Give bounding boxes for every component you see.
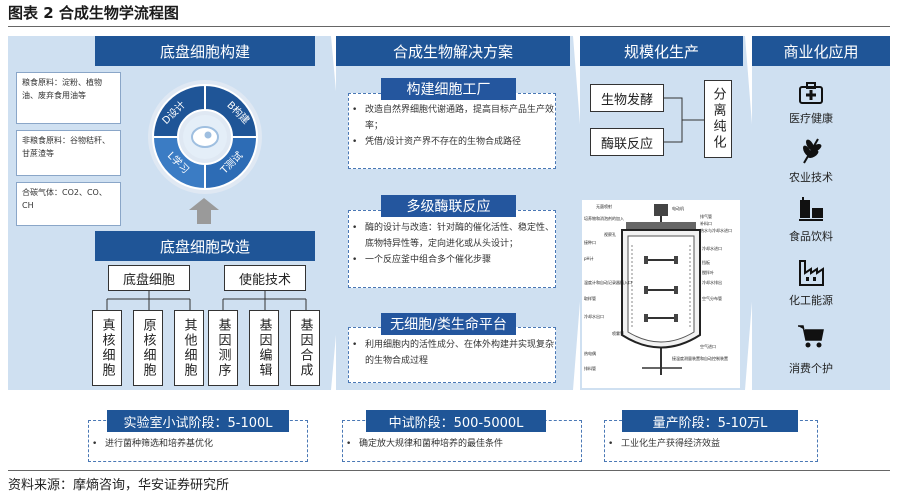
- input-box-2: 非粮食原料：谷物秸秆、甘蔗渣等: [16, 130, 121, 176]
- process-connector: [664, 97, 704, 143]
- reactor-label-22: 接温度测量装置和自动控制装置: [672, 355, 728, 361]
- up-arrow-icon: [189, 198, 219, 224]
- tech-sequencing-label: 基因测序: [215, 318, 231, 378]
- reactor-label-8: 热水与冷却水进口: [700, 227, 732, 233]
- section-1-bullet-1: 改造自然界细胞代谢通路，提高目标产品生产效率；: [349, 102, 555, 134]
- stage-3-bullet: 工业化生产获得经济效益: [605, 436, 817, 452]
- factory-icon: [796, 256, 826, 288]
- reactor-label-2: 电动机: [672, 205, 684, 211]
- app-label-chem: 化工能源: [789, 294, 833, 307]
- wheat-icon: [796, 134, 826, 166]
- input-box-1: 粮食原料：淀粉、植物油、废弃食用油等: [16, 72, 121, 124]
- figure-title: 图表 2 合成生物学流程图: [8, 4, 179, 22]
- section-box-1: 改造自然界细胞代谢通路，提高目标产品生产效率； 凭借/设计资产界不存在的生物合成…: [348, 93, 556, 169]
- section-title-1: 构建细胞工厂: [381, 78, 516, 100]
- reactor-label-10: 挡板: [702, 259, 710, 265]
- source-note: 资料来源：摩熵咨询，华安证券研究所: [8, 478, 230, 493]
- section-2-bullet-1: 酶的设计与改造：针对酶的催化活性、稳定性、底物特异性等，定向进化或从头设计；: [349, 220, 555, 252]
- section-2-bullet-2: 一个反应釜中组合多个催化步骤: [349, 252, 555, 268]
- dbtl-cycle: D设计 B构建 T测试 L学习: [148, 80, 262, 194]
- group-label-chassis: 底盘细胞: [108, 265, 190, 291]
- section-1-bullet-2: 凭借/设计资产界不存在的生物合成路径: [349, 134, 555, 150]
- tree-connectors: [106, 291, 307, 311]
- separation-label: 分离纯化: [710, 87, 726, 151]
- reactor-label-13: 温度计和自动记录器插入口: [584, 279, 632, 285]
- col2-header: 合成生物解决方案: [336, 36, 570, 66]
- input-box-3: 合碳气体：CO2、CO、CH: [16, 182, 121, 226]
- reactor-label-11: 搅拌叶: [702, 269, 714, 275]
- reactor-label-1: 无菌喷射: [596, 203, 612, 209]
- app-label-agri: 农业技术: [789, 171, 833, 184]
- cell-prokaryotic-label: 原核细胞: [140, 318, 156, 378]
- reactor-label-18: 冷却水出口: [584, 313, 604, 319]
- tech-synthesis: 基因合成: [290, 310, 320, 386]
- reactor-label-7: 接种口: [584, 239, 596, 245]
- bottom-rule: [8, 470, 890, 471]
- cell-other-label: 其他细胞: [181, 318, 197, 378]
- col1-header: 底盘细胞构建: [95, 36, 315, 66]
- section-3-bullet-1: 利用细胞内的活性成分、在体外构建并实现复杂的生物合成过程: [349, 337, 555, 369]
- reactor-label-9: 冷却水进口: [702, 245, 722, 251]
- stage-2-bullet: 确定放大规律和菌种培养的最佳条件: [343, 436, 581, 452]
- cell-eukaryotic: 真核细胞: [92, 310, 122, 386]
- reactor-label-16: 空气进口: [700, 343, 716, 349]
- tech-editing-label: 基因编辑: [256, 318, 272, 378]
- reactor-label-3: 排气管: [700, 213, 712, 219]
- shopping-cart-icon: [796, 322, 826, 350]
- stage-title-1: 实验室小试阶段：5-100L: [107, 410, 289, 432]
- tech-sequencing: 基因测序: [208, 310, 238, 386]
- stage-title-3: 量产阶段：5-10万L: [622, 410, 798, 432]
- process-enzyme: 酶联反应: [590, 128, 664, 156]
- app-label-consumer: 消费个护: [789, 362, 833, 375]
- section-box-3: 利用细胞内的活性成分、在体外构建并实现复杂的生物合成过程: [348, 327, 556, 383]
- tech-editing: 基因编辑: [249, 310, 279, 386]
- col3-header: 规模化生产: [580, 36, 743, 66]
- reactor-label-12: 冷却水排出: [702, 279, 722, 285]
- cell-prokaryotic: 原核细胞: [133, 310, 163, 386]
- section-box-2: 酶的设计与改造：针对酶的催化活性、稳定性、底物特异性等，定向进化或从头设计； 一…: [348, 210, 556, 288]
- medical-kit-icon: [796, 78, 826, 108]
- section-title-2: 多级酶联反应: [381, 195, 516, 217]
- app-label-medical: 医疗健康: [789, 112, 833, 125]
- chevron-arrow-3: [741, 36, 759, 390]
- col4-header: 商业化应用: [752, 36, 890, 66]
- reactor-label-21: pH计: [584, 255, 594, 261]
- separation-purification: 分离纯化: [704, 80, 732, 158]
- reactor-label-14: 取样管: [584, 295, 596, 301]
- section-title-3: 无细胞/类生命平台: [381, 313, 516, 335]
- reactor-label-4: 补料口: [700, 220, 712, 226]
- process-fermentation: 生物发酵: [590, 84, 664, 112]
- group-label-enabling: 使能技术: [224, 265, 306, 291]
- top-rule: [8, 26, 890, 27]
- reactor-label-19: 热电偶: [584, 350, 596, 356]
- tech-synthesis-label: 基因合成: [297, 318, 313, 378]
- reactor-label-20: 排料管: [584, 365, 596, 371]
- modify-header: 底盘细胞改造: [95, 231, 315, 261]
- stage-title-2: 中试阶段：500-5000L: [366, 410, 546, 432]
- app-label-food: 食品饮料: [789, 230, 833, 243]
- cell-other: 其他细胞: [174, 310, 204, 386]
- reactor-label-17: 喷雾管: [612, 330, 624, 336]
- stage-1-bullet: 进行菌种筛选和培养基优化: [89, 436, 307, 452]
- bioreactor-diagram: 无菌喷射 电动机 排气管 补料口 培养物和消泡剂的加入 视察孔 接种口 热水与冷…: [582, 200, 740, 388]
- chevron-arrow-2: [569, 36, 587, 390]
- food-drink-icon: [796, 194, 826, 224]
- reactor-label-6: 视察孔: [604, 231, 616, 237]
- cell-eukaryotic-label: 真核细胞: [99, 318, 115, 378]
- reactor-label-15: 空气分布管: [702, 295, 722, 301]
- reactor-label-5: 培养物和消泡剂的加入: [584, 215, 624, 221]
